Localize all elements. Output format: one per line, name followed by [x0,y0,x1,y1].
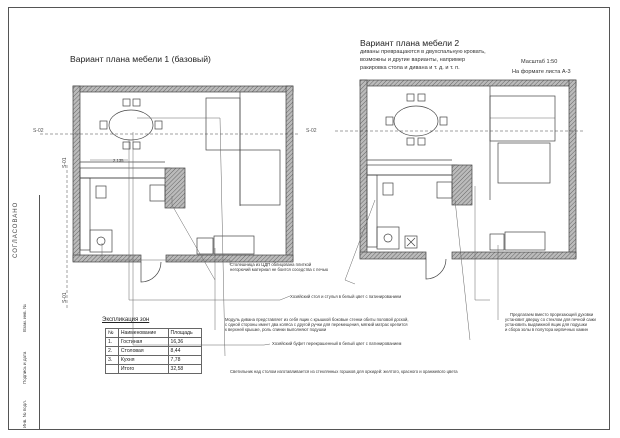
plan2-dining-table [393,105,439,137]
table-row: 2. Столовая 8,44 [105,346,202,356]
plan2-subtitle-2: возможны и другие варианты, например [360,57,466,63]
cell: Гостиная [117,337,169,347]
cell: 7,78 [167,355,202,365]
spec-header-area: Площадь [167,328,202,338]
spec-header-num: № [105,328,119,338]
spec-title: Экспликация зон [102,317,150,323]
plan2 [335,79,585,280]
callout-sofa-module-2: с одной стороны имеет два колёса с друго… [225,322,408,327]
plan2-subtitle-1: диваны превращаются в двухспальную крова… [360,49,486,55]
plan2-door [425,258,447,280]
plan1-dining-table [108,109,154,141]
plan1-wall-bottom-l [72,254,142,263]
callout-table-chairs: Хозяйский стол и стулья в белый цвет с п… [290,294,402,299]
callout-lamp: Светильник над столом изготавливается из… [230,369,458,374]
spec-header-row: № Наименование Площадь [105,328,202,338]
table-row: 3. Кухня 7,78 [105,355,202,365]
spec-table: № Наименование Площадь 1. Гостиная 16,36… [105,328,202,374]
cell: Столовая [117,346,169,356]
plan1-wall-left [72,85,81,262]
callout-oven-3: установить выдвижной ящик для подушки [505,322,587,327]
callout-sofa-module-1: Модуль дивана представляет из себя ящик … [225,317,409,322]
callout-countertop-2: негорючий материал не боится соседства с… [230,267,329,272]
plan2-wall-bottom-r [451,251,577,260]
section-mark-s02-left: S-02 [33,128,44,134]
cell: 32,58 [167,364,202,374]
dimension-label: 2.135 [113,158,124,163]
plan1-sofa-bottom [213,235,255,255]
cell: 8,44 [167,346,202,356]
cell: 1. [105,337,119,347]
cell: 16,36 [167,337,202,347]
callout-buffet: Хозяйский буфет перекрашенный в белый цв… [272,341,402,346]
plan1-sofa-top [205,97,241,151]
table-row: 1. Гостиная 16,36 [105,337,202,347]
callout-oven-2: установит дверцу со стеклом для печной с… [505,317,596,322]
scale-label: Масштаб 1:50 [521,59,558,65]
plan1-wall-top [72,85,294,93]
plan2-double-bed [489,95,556,142]
cell: 2. [105,346,119,356]
plan1-door [140,261,162,283]
title-strip [8,195,40,430]
cell: Итого [117,364,169,374]
callout-oven-1: Предлагаем вместо прорезающей духовки [510,312,594,317]
drawing-frame [8,7,610,430]
plan1-title: Вариант плана мебели 1 (базовый) [70,54,211,64]
plan1-wall-right [285,85,294,262]
format-label: На формате листа А-3 [512,69,571,75]
cell [105,364,119,374]
section-mark-s02-right: S-02 [306,128,317,134]
plan2-wall-bottom-l [359,251,427,260]
cell: Кухня [117,355,169,365]
spec-header-name: Наименование [117,328,169,338]
callout-oven-4: и сбора золы в полутора кирпичных камин [505,327,588,332]
plan1-sofa-right [239,149,281,206]
plan1-wall-bottom-r [165,254,294,263]
leader-lines [101,117,499,357]
plan2-sofa-bottom [504,231,546,251]
table-row: Итого 32,58 [105,364,202,374]
plan1-stove [164,167,186,209]
plan2-wall-top [359,79,577,87]
plan2-wall-right [568,79,577,259]
plan1 [40,85,300,310]
plan2-subtitle-3: ракировка стола и дивана и т. д. и т. п. [360,65,460,71]
plan2-title: Вариант плана мебели 2 [360,38,460,48]
plan2-stove [451,164,473,206]
cell: 3. [105,355,119,365]
callout-countertop-1: Столешница из ЦДП облицована плиткой [230,262,312,267]
callout-sofa-module-3: к верхней крышке, роль спинки выполняют … [225,327,327,332]
